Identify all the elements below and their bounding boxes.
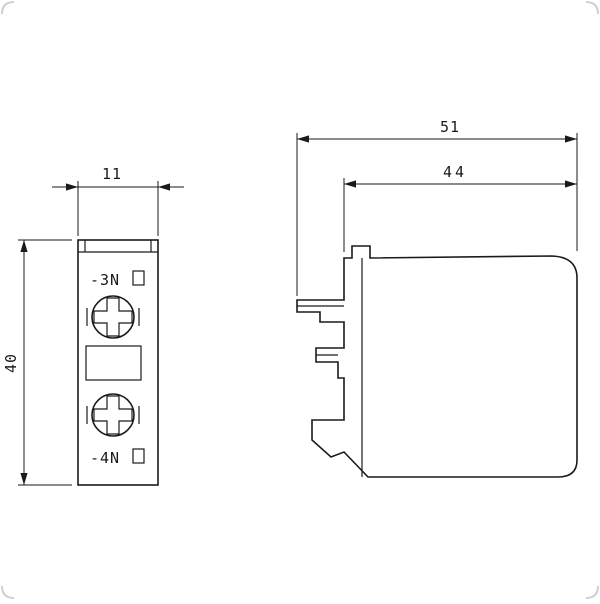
corner-top-left [1,1,15,15]
arrowhead-44-right-icon [565,180,577,188]
front-top-strip-ticks [84,240,152,252]
side-view [296,245,578,478]
terminal-label-top: -3N [90,271,120,289]
screw-cross-slot-bottom-icon [93,395,133,435]
corner-bottom-right [585,585,599,599]
dimension-front-height: 40 [2,239,72,486]
screw-terminal-bottom [86,393,140,437]
dimension-value-51: 51 [440,118,460,136]
dimension-value-height: 40 [2,353,20,373]
screw-head-bottom-icon [91,393,135,437]
arrowhead-51-right-icon [565,135,577,143]
arrowhead-51-left-icon [297,135,309,143]
dimension-front-width: 11 [52,165,184,236]
extension-lines-height [18,239,72,486]
screw-terminal-top [86,295,140,339]
corner-bottom-left [1,585,15,599]
screw-cross-slot-top-icon [93,297,133,337]
front-view: -3N -4N [77,239,159,486]
extension-lines-depth-51 [296,133,578,296]
dimension-value-width: 11 [102,165,122,183]
arrowhead-width-left-icon [66,183,78,191]
terminal-symbol-top-icon [132,270,145,286]
terminal-symbol-bottom-icon [132,448,145,464]
terminal-label-bottom: -4N [90,449,120,467]
dimension-side-overall-depth: 51 [296,118,578,296]
side-housing-outline [296,245,578,478]
clamp-ticks-bottom [86,406,140,424]
arrowhead-44-left-icon [344,180,356,188]
screw-head-top-icon [91,295,135,339]
front-center-window [85,345,142,381]
dimension-side-body-depth: 44 [343,163,577,252]
arrowhead-width-right-icon [158,183,170,191]
arrowhead-height-bottom-icon [20,473,28,485]
arrowhead-height-top-icon [20,240,28,252]
clamp-ticks-top [86,308,140,326]
extension-lines-width [77,181,159,236]
corner-top-right [585,1,599,15]
front-housing-outline [77,239,159,486]
dimension-value-44: 44 [443,163,467,181]
